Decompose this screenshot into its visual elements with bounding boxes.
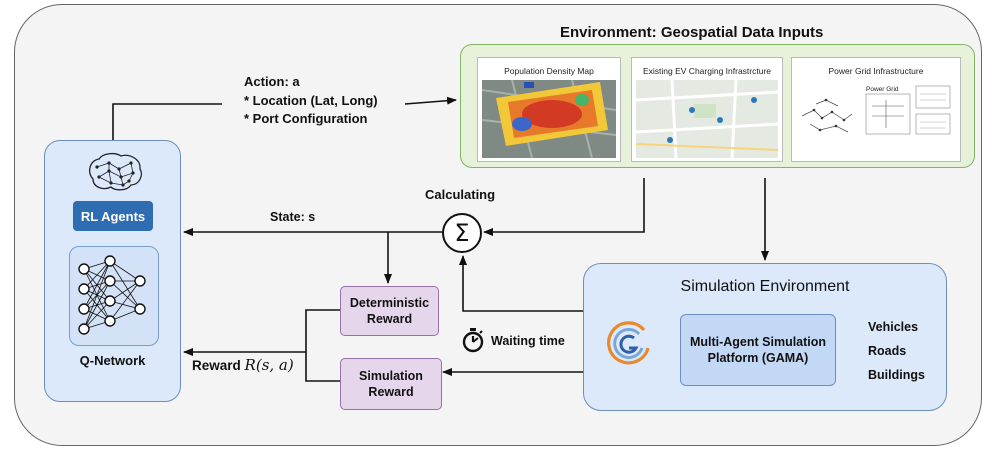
ev-charging-map-image — [636, 80, 778, 158]
power-grid-inner-label: Power Grid — [866, 86, 899, 93]
deterministic-reward-box: Deterministic Reward — [340, 286, 439, 336]
gama-platform-box: Multi-Agent Simulation Platform (GAMA) — [680, 314, 836, 386]
card-title-population: Population Density Map — [504, 66, 594, 76]
reward-label: Reward R(s, a) — [192, 356, 294, 374]
state-label: State: s — [270, 210, 316, 224]
entity-vehicles: Vehicles — [868, 320, 919, 334]
rl-agents-badge: RL Agents — [73, 201, 153, 231]
q-network-label: Q-Network — [79, 353, 146, 368]
det-reward-link — [305, 309, 340, 382]
card-title-ev: Existing EV Charging Infrastrcture — [642, 66, 772, 76]
action-title: Action: a — [244, 74, 300, 89]
entity-roads: Roads — [868, 344, 907, 358]
entity-buildings: Buildings — [868, 368, 925, 382]
power-grid-diagram-image — [801, 85, 951, 135]
reward-formula: R(s, a) — [244, 356, 294, 374]
environment-title: Environment: Geospatial Data Inputs — [560, 24, 824, 41]
agent-to-action-line — [112, 103, 222, 140]
agent-panel: RL Agents Q-Network — [44, 140, 181, 402]
environment-panel: Population Density Map Existing EV Charg… — [460, 44, 975, 168]
q-network-graphic — [69, 246, 159, 346]
ev-charging-card: Existing EV Charging Infrastrcture — [631, 57, 783, 162]
simulation-reward-box: Simulation Reward — [340, 358, 442, 410]
population-heatmap-image — [482, 80, 616, 158]
power-grid-card: Power Grid Infrastructure Power Grid — [791, 57, 961, 162]
neural-network-icon — [78, 255, 146, 335]
stopwatch-icon — [462, 328, 484, 353]
calculating-label: Calculating — [425, 187, 496, 202]
card-title-power-grid: Power Grid Infrastructure — [828, 66, 924, 76]
simulation-title: Simulation Environment — [680, 278, 850, 295]
env-to-sum-arrow — [483, 178, 645, 236]
action-item-port: * Port Configuration — [244, 111, 368, 126]
simulation-environment-panel: Simulation Environment Multi-Agent Simul… — [583, 263, 947, 411]
summation-node: Σ — [442, 213, 482, 253]
population-density-card: Population Density Map — [477, 57, 621, 162]
waiting-time-label: Waiting time — [491, 334, 565, 348]
action-arrow — [404, 96, 457, 105]
action-item-location: * Location (Lat, Long) — [244, 93, 378, 108]
reward-prefix: Reward — [192, 358, 241, 373]
brain-icon — [88, 152, 143, 191]
gama-logo — [607, 321, 650, 365]
sim-to-sum-arrow — [459, 255, 583, 312]
